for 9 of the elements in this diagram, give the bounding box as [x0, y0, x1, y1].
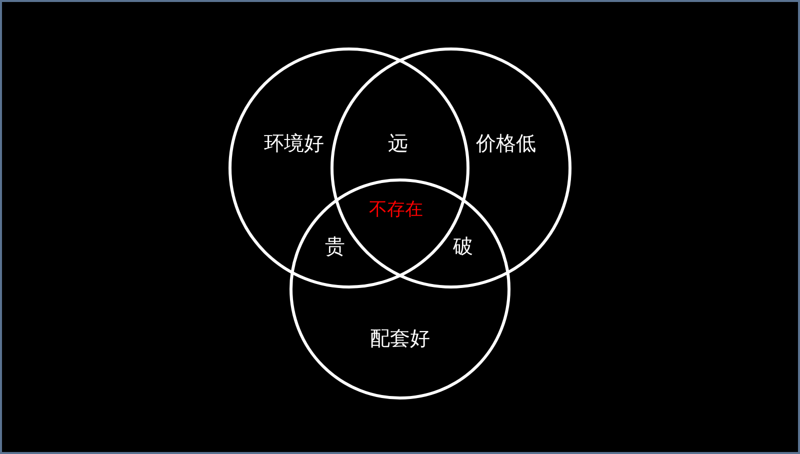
region-label: 贵	[325, 236, 345, 256]
circle-label: 环境好	[264, 133, 324, 153]
circle-label: 配套好	[370, 328, 430, 348]
venn-circle	[228, 47, 470, 289]
region-label: 远	[388, 133, 408, 153]
circle-label: 价格低	[476, 133, 536, 153]
region-label: 不存在	[369, 201, 423, 219]
region-label: 破	[453, 236, 473, 256]
venn-circle	[289, 178, 511, 400]
